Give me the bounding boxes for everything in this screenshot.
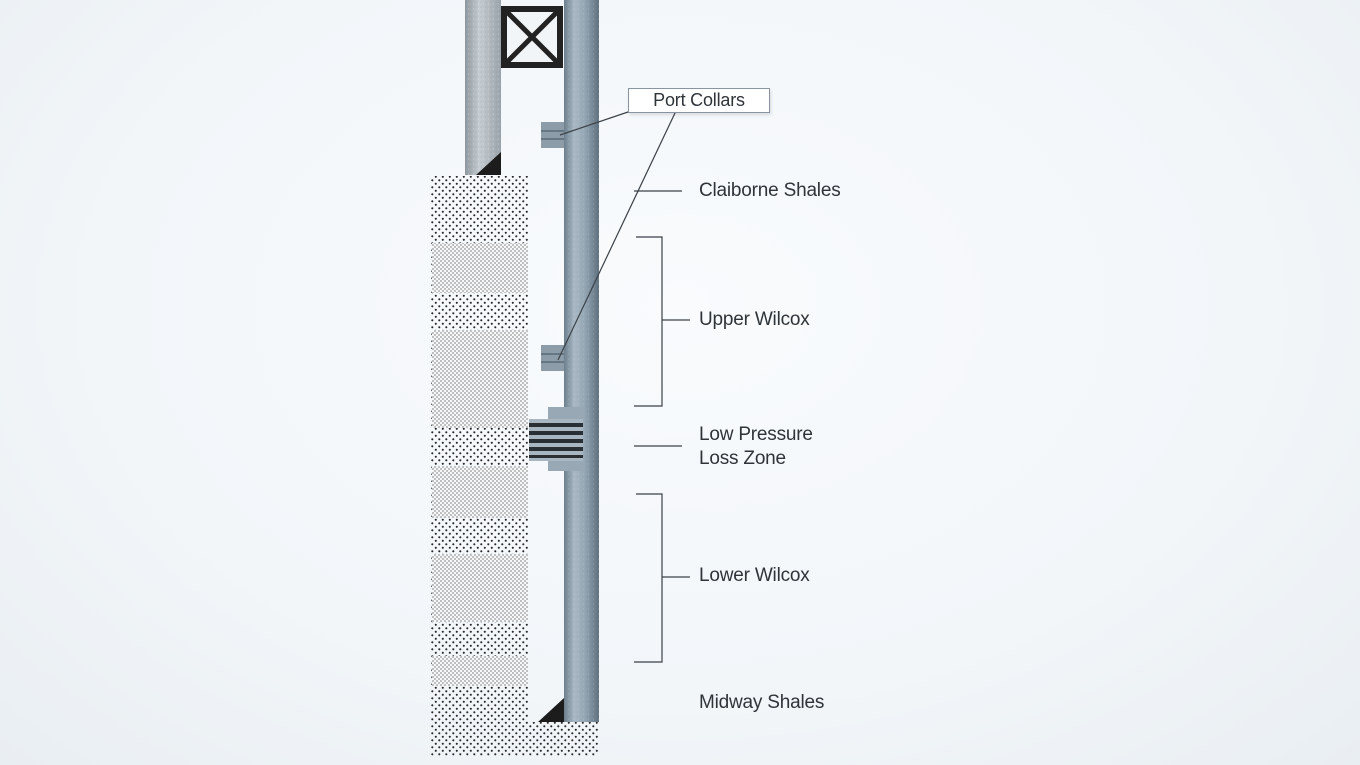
production-pipe [538, 0, 599, 722]
port-collar-upper [541, 122, 564, 148]
label-upper-wilcox: Upper Wilcox [699, 309, 810, 330]
port-collars-callout: Port Collars [628, 88, 770, 113]
port-collar-lower [541, 345, 564, 371]
port-collars-label: Port Collars [653, 90, 745, 110]
label-low-pressure-line1: Low Pressure [699, 424, 813, 445]
packer-assembly [529, 407, 584, 471]
label-low-pressure-line2: Loss Zone [699, 448, 786, 469]
formation-markers [634, 190, 690, 663]
label-low-pressure-loss-zone: Low Pressure Loss Zone [699, 423, 813, 471]
label-claiborne-shales: Claiborne Shales [699, 180, 841, 201]
callout-leaders [557, 111, 676, 361]
hanger-x-icon [501, 6, 563, 68]
label-lower-wilcox: Lower Wilcox [699, 565, 810, 586]
surface-casing [465, 0, 501, 175]
label-midway-shales: Midway Shales [699, 692, 825, 713]
formation-column [431, 176, 599, 756]
